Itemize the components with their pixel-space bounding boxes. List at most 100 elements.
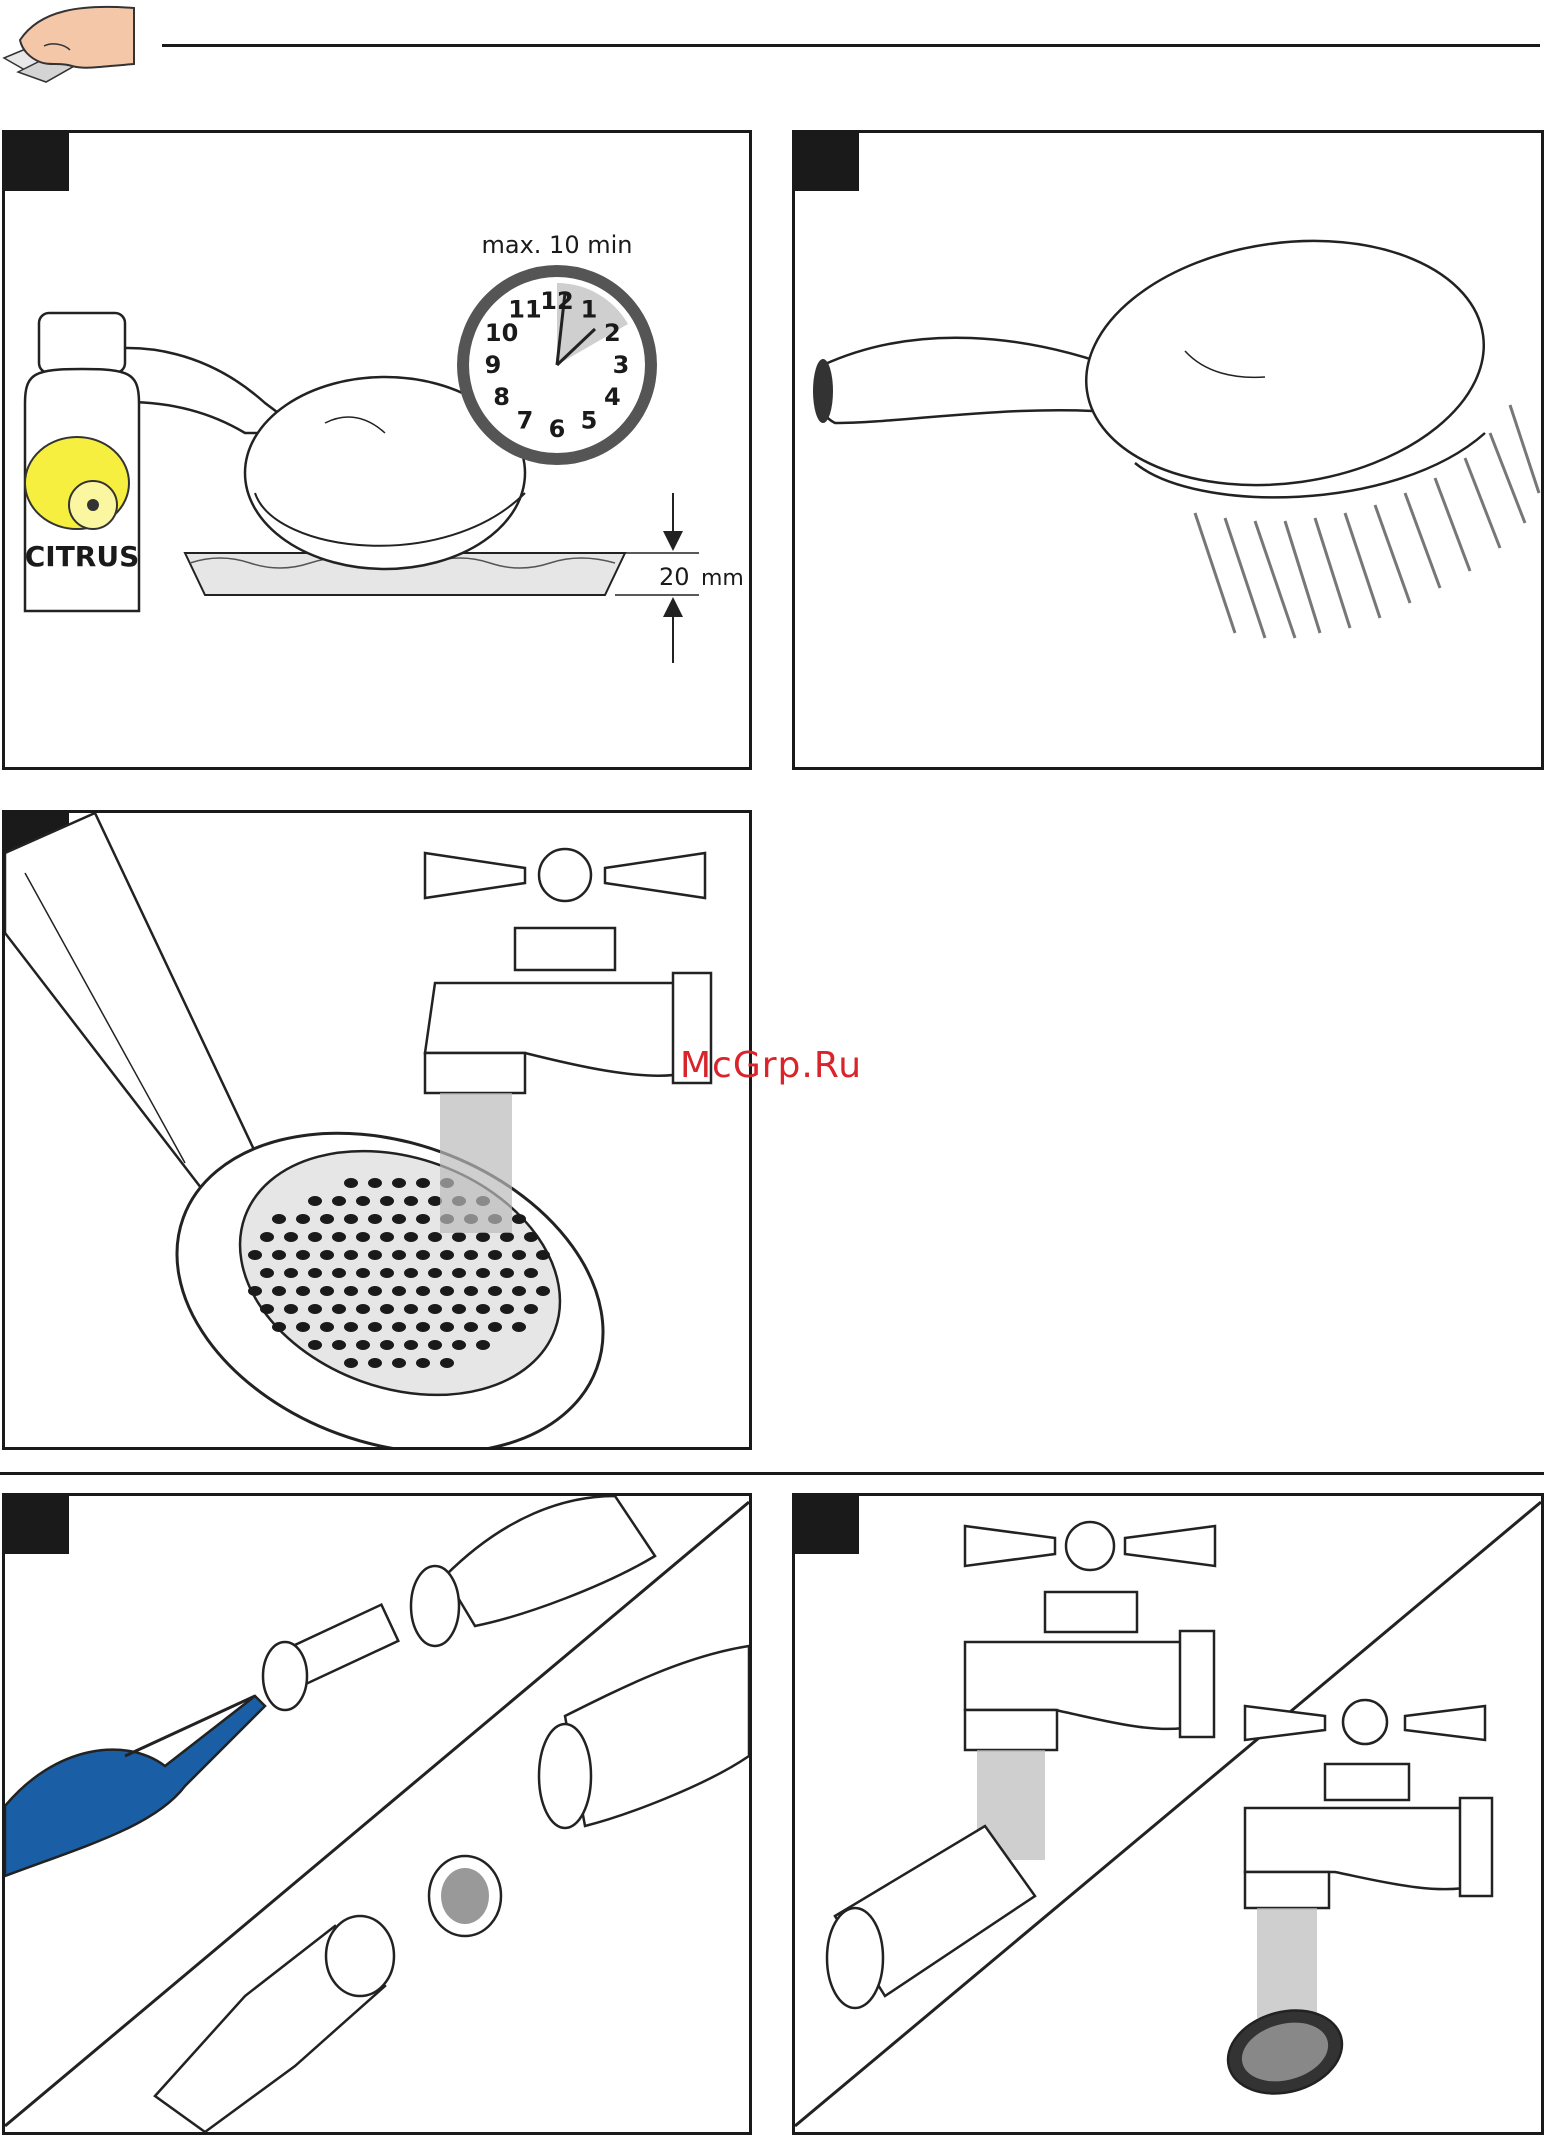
nozzle-hole xyxy=(356,1232,370,1242)
depth-unit: mm xyxy=(701,566,744,591)
nozzle-hole xyxy=(332,1268,346,1278)
nozzle-hole xyxy=(308,1340,322,1350)
nozzle-hole xyxy=(428,1196,442,1206)
nozzle-hole xyxy=(500,1304,514,1314)
nozzle-hole xyxy=(380,1268,394,1278)
nozzle-hole xyxy=(320,1214,334,1224)
nozzle-hole xyxy=(440,1250,454,1260)
nozzle-hole xyxy=(488,1322,502,1332)
nozzle-hole xyxy=(512,1322,526,1332)
nozzle-hole xyxy=(524,1304,538,1314)
nozzle-hole xyxy=(296,1286,310,1296)
clock-number: 4 xyxy=(604,383,621,411)
nozzle-hole xyxy=(416,1214,430,1224)
nozzle-hole xyxy=(536,1286,550,1296)
nozzle-hole xyxy=(416,1250,430,1260)
clock-number: 8 xyxy=(493,383,510,411)
nozzle-hole xyxy=(344,1286,358,1296)
bottle-label: CITRUS xyxy=(25,540,140,573)
nozzle-hole xyxy=(284,1232,298,1242)
nozzle-hole xyxy=(332,1232,346,1242)
nozzle-hole xyxy=(416,1322,430,1332)
panel-rinse-under-tap xyxy=(2,810,752,1450)
nozzle-hole xyxy=(320,1286,334,1296)
clock-number: 5 xyxy=(581,406,598,434)
nozzle-hole xyxy=(428,1232,442,1242)
nozzle-hole xyxy=(440,1286,454,1296)
nozzle-hole xyxy=(392,1178,406,1188)
nozzle-hole xyxy=(320,1250,334,1260)
nozzle-hole xyxy=(380,1304,394,1314)
nozzle-hole xyxy=(488,1286,502,1296)
nozzle-hole xyxy=(464,1322,478,1332)
nozzle-hole xyxy=(392,1286,406,1296)
nozzle-hole xyxy=(260,1304,274,1314)
hand-cleaning-icon xyxy=(0,0,140,92)
nozzle-hole xyxy=(428,1304,442,1314)
nozzle-hole xyxy=(476,1232,490,1242)
section-rule xyxy=(0,1472,1544,1475)
nozzle-hole xyxy=(452,1232,466,1242)
nozzle-hole xyxy=(368,1178,382,1188)
filter-rinse-illustration xyxy=(795,1496,1541,2132)
nozzle-hole xyxy=(488,1250,502,1260)
nozzle-hole xyxy=(404,1196,418,1206)
nozzle-hole xyxy=(512,1286,526,1296)
nozzle-hole xyxy=(380,1196,394,1206)
nozzle-hole xyxy=(332,1340,346,1350)
nozzle-hole xyxy=(332,1304,346,1314)
nozzle-hole xyxy=(416,1358,430,1368)
clock-number: 11 xyxy=(508,296,541,324)
nozzle-hole xyxy=(308,1268,322,1278)
depth-value: 20 xyxy=(659,563,690,591)
nozzle-hole xyxy=(428,1268,442,1278)
nozzle-hole xyxy=(440,1358,454,1368)
nozzle-hole xyxy=(380,1340,394,1350)
nozzle-hole xyxy=(308,1304,322,1314)
nozzle-hole xyxy=(332,1196,346,1206)
nozzle-hole xyxy=(440,1322,454,1332)
nozzle-hole xyxy=(344,1214,358,1224)
nozzle-hole xyxy=(296,1250,310,1260)
nozzle-hole xyxy=(536,1250,550,1260)
panel-remove-filter xyxy=(2,1493,752,2135)
nozzle-hole xyxy=(284,1268,298,1278)
clock-number: 12 xyxy=(540,287,573,315)
nozzle-hole xyxy=(248,1286,262,1296)
nozzle-hole xyxy=(308,1196,322,1206)
clock-number: 2 xyxy=(604,319,621,347)
nozzle-hole xyxy=(272,1214,286,1224)
nozzle-hole xyxy=(452,1340,466,1350)
duration-label: max. 10 min xyxy=(482,231,633,259)
nozzle-hole xyxy=(368,1358,382,1368)
nozzle-hole xyxy=(512,1250,526,1260)
nozzle-hole xyxy=(428,1340,442,1350)
nozzle-hole xyxy=(476,1340,490,1350)
nozzle-hole xyxy=(380,1232,394,1242)
nozzle-hole xyxy=(284,1304,298,1314)
nozzle-hole xyxy=(368,1286,382,1296)
nozzle-hole xyxy=(344,1178,358,1188)
header-rule xyxy=(162,44,1540,47)
nozzle-hole xyxy=(404,1304,418,1314)
clock-number: 9 xyxy=(485,351,502,379)
nozzle-hole xyxy=(524,1232,538,1242)
nozzle-hole xyxy=(296,1214,310,1224)
spray-illustration xyxy=(795,133,1541,767)
nozzle-hole xyxy=(356,1304,370,1314)
nozzle-hole xyxy=(248,1250,262,1260)
clock-number: 6 xyxy=(549,415,566,443)
clock-number: 3 xyxy=(613,351,630,379)
nozzle-hole xyxy=(476,1304,490,1314)
nozzle-hole xyxy=(344,1358,358,1368)
nozzle-hole xyxy=(512,1214,526,1224)
nozzle-hole xyxy=(356,1340,370,1350)
nozzle-hole xyxy=(272,1322,286,1332)
nozzle-hole xyxy=(452,1268,466,1278)
nozzle-hole xyxy=(476,1268,490,1278)
nozzle-hole xyxy=(500,1232,514,1242)
nozzle-hole xyxy=(260,1268,274,1278)
nozzle-hole xyxy=(404,1232,418,1242)
nozzle-hole xyxy=(500,1268,514,1278)
